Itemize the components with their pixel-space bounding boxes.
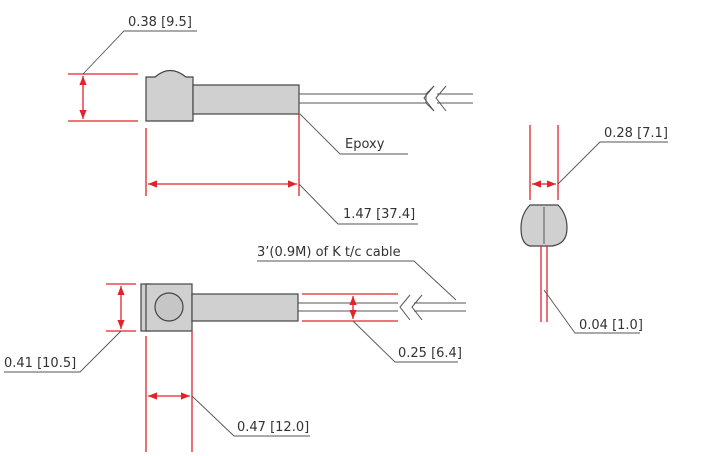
dim-wire-gap-leader bbox=[543, 289, 640, 334]
top-view-break-symbol bbox=[423, 85, 435, 112]
screw-icon bbox=[154, 292, 184, 322]
front-view-sheath bbox=[191, 293, 299, 322]
front-view-break-symbol bbox=[399, 294, 411, 321]
dim-side-width-leader bbox=[557, 141, 668, 185]
cable-label: 3’(0.9M) of K t/c cable bbox=[257, 245, 401, 260]
dim-top-length-label: 1.47 [37.4] bbox=[343, 207, 415, 222]
top-view: 0.38 [9.5] Epoxy 1.47 [37.4] bbox=[68, 15, 473, 225]
top-view-head bbox=[145, 69, 194, 122]
dim-head-width-label: 0.47 [12.0] bbox=[237, 420, 309, 435]
cable-leader bbox=[257, 260, 457, 301]
dim-top-height-leader bbox=[82, 30, 197, 75]
dim-sheath-leader bbox=[352, 320, 458, 363]
front-view: 3’(0.9M) of K t/c cable 0.25 [6.4] 0.41 … bbox=[4, 245, 466, 452]
dim-wire-gap-label: 0.04 [1.0] bbox=[579, 318, 643, 333]
dim-front-height-label: 0.41 [10.5] bbox=[4, 356, 76, 371]
epoxy-leader bbox=[299, 113, 408, 155]
dim-head-width-leader bbox=[191, 395, 310, 437]
dim-sheath-label: 0.25 [6.4] bbox=[398, 346, 462, 361]
top-view-sheath bbox=[192, 84, 300, 115]
dim-top-height-label: 0.38 [9.5] bbox=[128, 15, 192, 30]
dim-side-width-label: 0.28 [7.1] bbox=[604, 126, 668, 141]
epoxy-label: Epoxy bbox=[345, 137, 385, 152]
side-view: 0.28 [7.1] 0.04 [1.0] bbox=[520, 125, 668, 334]
top-view-break bbox=[425, 85, 435, 112]
dim-top-length-leader bbox=[298, 183, 418, 225]
top-view-break-symbol bbox=[435, 85, 447, 112]
dim-front-height-leader bbox=[4, 330, 122, 373]
front-view-break-symbol bbox=[411, 294, 423, 321]
